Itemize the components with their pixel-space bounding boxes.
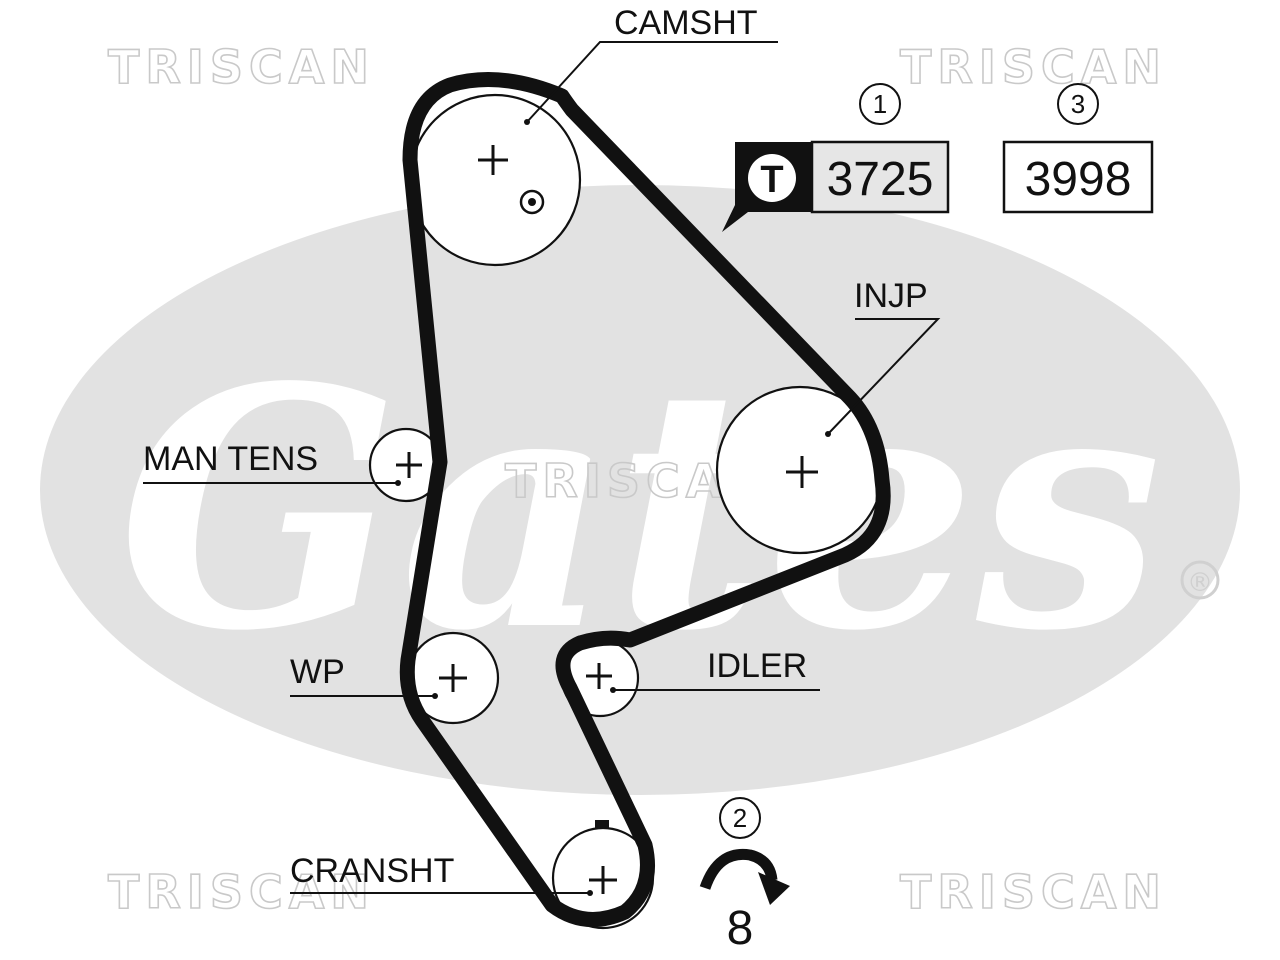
callout-number-3: 3: [1071, 89, 1085, 119]
triscan-watermark: TRISCAN: [108, 40, 375, 94]
part-3-number: 3998: [1025, 153, 1132, 206]
centre-marks: [396, 145, 818, 894]
gates-logo: Gates ®: [40, 185, 1240, 795]
part-1-badge-letter: T: [760, 159, 783, 201]
part-3-number-box: [1002, 140, 1154, 214]
clockwise-arrow-icon: [699, 848, 790, 905]
water-pump-label: WP: [290, 653, 345, 691]
triscan-watermark: TRISCAN: [900, 40, 1167, 94]
crank-timing-notch: [595, 820, 609, 829]
triscan-watermark: TRISCAN: [900, 865, 1167, 919]
leader-lines: [143, 41, 941, 896]
part-3-callout: 3 3998: [1002, 83, 1154, 214]
registered-mark: ®: [1187, 568, 1213, 598]
callout-number-2: 2: [733, 803, 747, 833]
manual-tensioner-label: MAN TENS: [143, 440, 318, 478]
part-1-callout: 1 T 3725: [722, 83, 950, 232]
rotation-count: 8: [727, 902, 754, 955]
part-1-number: 3725: [827, 153, 934, 206]
injection-pump-label: INJP: [854, 277, 928, 315]
camshaft-label: CAMSHT: [614, 4, 758, 42]
rotation-callout: 2 8: [699, 797, 790, 955]
idler-label: IDLER: [707, 647, 807, 685]
crankshaft-label: CRANSHT: [290, 852, 454, 890]
part-1-number-box: [810, 140, 950, 214]
gates-logo-text: Gates: [118, 315, 1162, 703]
callout-number-1: 1: [873, 89, 887, 119]
timing-mark-icon: [519, 189, 545, 215]
t-badge-icon: [748, 154, 796, 202]
timing-belt: [399, 72, 891, 928]
camshaft-pulley: [408, 93, 582, 267]
